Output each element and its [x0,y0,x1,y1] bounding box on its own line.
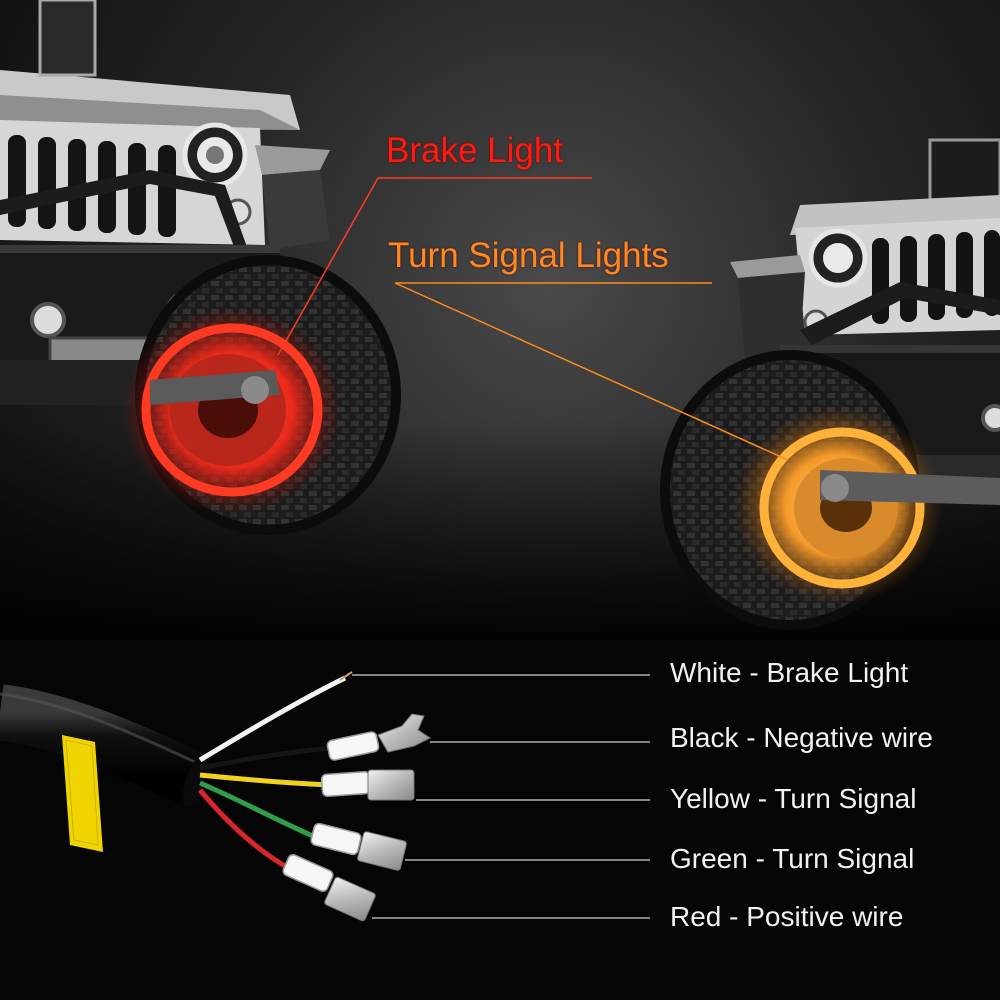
wire-label-white: White - Brake Light [670,657,909,688]
wire-label-red: Red - Positive wire [670,901,904,932]
wire-label-green: Green - Turn Signal [670,843,915,874]
left-jeep [0,0,401,535]
wire-label-black: Black - Negative wire [670,722,933,753]
turn-leader-line [394,282,789,461]
right-jeep [660,138,1000,630]
wire-label-yellow: Yellow - Turn Signal [670,783,917,814]
turn-signal-callout: Turn Signal Lights [388,236,669,275]
wiring-harness [0,671,650,922]
brake-leader-line [277,177,592,356]
brake-light-callout: Brake Light [386,131,564,170]
